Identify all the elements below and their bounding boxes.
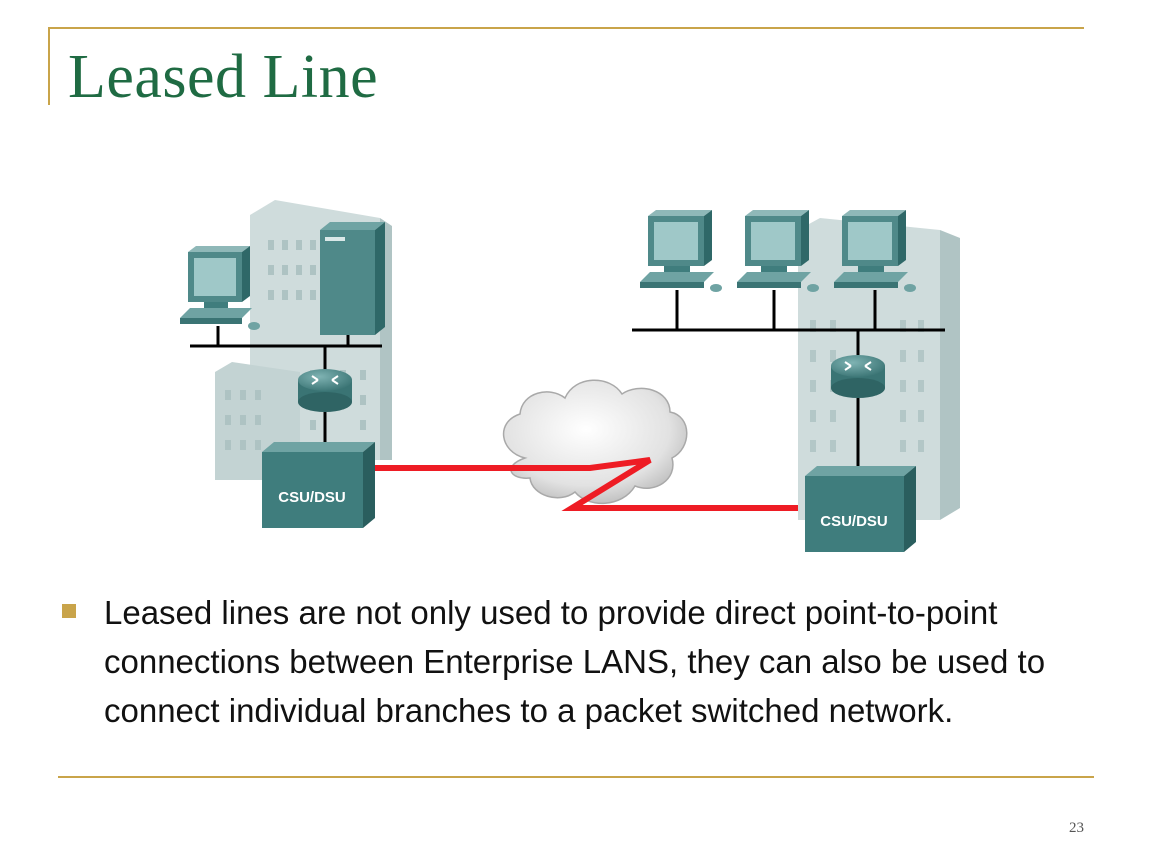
bullet-list: Leased lines are not only used to provid… <box>62 588 1102 735</box>
right-computer-icon-1 <box>640 210 722 292</box>
leased-line-link <box>375 457 805 511</box>
right-csu-dsu-icon: CSU/DSU <box>805 466 916 552</box>
left-computer-icon <box>180 246 260 330</box>
right-csu-dsu-label: CSU/DSU <box>820 513 888 530</box>
right-computer-icon-3 <box>834 210 916 292</box>
right-computer-icon-2 <box>737 210 819 292</box>
bullet-text: Leased lines are not only used to provid… <box>104 594 1046 729</box>
bullet-item: Leased lines are not only used to provid… <box>62 588 1102 735</box>
leased-line-diagram: CSU/DSU <box>180 200 960 552</box>
left-server-icon <box>320 222 385 335</box>
left-csu-dsu-label: CSU/DSU <box>278 489 346 506</box>
frame-bottom-line <box>58 776 1094 778</box>
left-lan-bus <box>190 326 382 372</box>
cloud-icon <box>503 379 688 505</box>
right-lan-bus <box>632 290 945 355</box>
frame-left-line <box>48 27 50 105</box>
square-bullet-icon <box>62 604 76 618</box>
frame-top-line <box>48 27 1084 29</box>
slide-title: Leased Line <box>68 43 379 111</box>
right-building-windows <box>810 320 924 452</box>
left-csu-dsu-icon: CSU/DSU <box>262 442 375 528</box>
page-number: 23 <box>1069 820 1084 836</box>
left-router-icon <box>298 369 352 412</box>
right-router-icon <box>831 355 885 398</box>
